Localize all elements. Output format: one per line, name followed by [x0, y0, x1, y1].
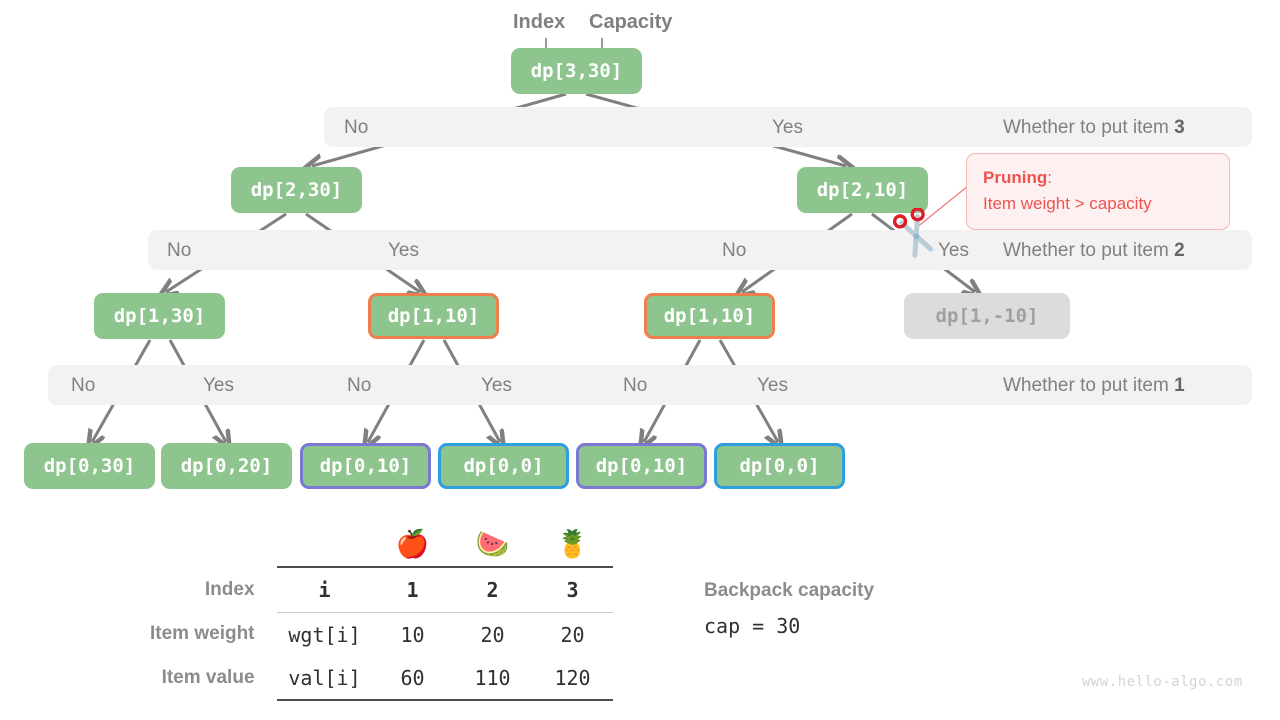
tree-node-2-30[interactable]: dp[2,30] [231, 167, 362, 213]
band-1-no-2: No [347, 375, 372, 396]
band-3-yes: Yes [772, 117, 803, 138]
pruning-title-row: Pruning: [983, 165, 1213, 191]
item-icon-pineapple: 🍍 [555, 528, 590, 559]
index-value-3: 3 [532, 566, 613, 613]
band-1-question-num: 1 [1174, 375, 1185, 396]
band-2-yes-left: Yes [388, 240, 419, 261]
icons-row-head [150, 522, 277, 567]
band-2-yes-right: Yes [938, 240, 969, 261]
annotation-capacity-tick [601, 38, 603, 54]
band-2-question: Whether to put item 2 [1003, 240, 1185, 262]
band-1-question-text: Whether to put item [1003, 375, 1175, 396]
scissors-icon [892, 207, 941, 260]
value-value-2: 110 [452, 656, 533, 701]
band-1-yes-1: Yes [203, 375, 234, 396]
table-row-weight: Item weight wgt[i] 10 20 20 [150, 612, 613, 656]
annotation-index-tick [545, 38, 547, 54]
band-1-question: Whether to put item 1 [1003, 375, 1185, 397]
table-row-index: Index i 1 2 3 [150, 566, 613, 613]
tree-node-1-neg10[interactable]: dp[1,-10] [904, 293, 1070, 339]
tree-leaf-0-10-left[interactable]: dp[0,10] [300, 443, 431, 489]
band-item-1 [48, 365, 1252, 405]
value-value-1: 60 [372, 656, 453, 701]
capacity-title: Backpack capacity [704, 580, 875, 601]
tree-node-root[interactable]: dp[3,30] [511, 48, 642, 94]
row-key-index: i [276, 566, 373, 613]
tree-leaf-0-0-left[interactable]: dp[0,0] [438, 443, 569, 489]
row-key-weight: wgt[i] [276, 612, 373, 656]
band-item-3 [324, 107, 1252, 147]
row-head-index: Index [204, 578, 255, 600]
band-1-no-1: No [71, 375, 96, 396]
pruning-callout: Pruning: Item weight > capacity [966, 153, 1230, 230]
items-table: 🍎 🍉 🍍 Index i 1 2 3 Item weight wgt[i] 1… [150, 522, 613, 701]
band-1-yes-2: Yes [481, 375, 512, 396]
band-1-yes-3: Yes [757, 375, 788, 396]
band-2-no-right: No [722, 240, 747, 261]
band-1-no-3: No [623, 375, 648, 396]
tree-leaf-0-0-right[interactable]: dp[0,0] [714, 443, 845, 489]
value-value-3: 120 [532, 656, 613, 701]
index-value-2: 2 [452, 566, 533, 613]
icons-row-key [277, 522, 373, 567]
tree-node-1-10-left[interactable]: dp[1,10] [368, 293, 499, 339]
tree-leaf-0-10-right[interactable]: dp[0,10] [576, 443, 707, 489]
annotation-index-label: Index [513, 11, 566, 33]
band-3-question: Whether to put item 3 [1003, 117, 1185, 139]
tree-node-1-10-right[interactable]: dp[1,10] [644, 293, 775, 339]
table-row-value: Item value val[i] 60 110 120 [150, 656, 613, 701]
tree-leaf-0-20[interactable]: dp[0,20] [161, 443, 292, 489]
tree-node-2-10[interactable]: dp[2,10] [797, 167, 928, 213]
row-head-weight: Item weight [150, 623, 255, 645]
item-icon-apple: 🍎 [395, 528, 430, 559]
band-item-2 [148, 230, 1252, 270]
row-key-value: val[i] [276, 656, 373, 701]
table-row-icons: 🍎 🍉 🍍 [150, 522, 613, 567]
capacity-value: cap = 30 [704, 614, 801, 638]
pruning-text: Item weight > capacity [983, 194, 1152, 214]
band-3-no: No [344, 117, 369, 138]
band-2-question-text: Whether to put item [1003, 240, 1175, 261]
tree-node-1-30[interactable]: dp[1,30] [94, 293, 225, 339]
band-3-question-text: Whether to put item [1003, 117, 1175, 138]
weight-value-2: 20 [452, 612, 533, 656]
annotation-capacity-label: Capacity [589, 11, 673, 33]
band-3-question-num: 3 [1174, 117, 1185, 138]
item-icon-watermelon: 🍉 [475, 528, 510, 559]
band-2-no-left: No [167, 240, 192, 261]
tree-leaf-0-30[interactable]: dp[0,30] [24, 443, 155, 489]
backpack-capacity-box: Backpack capacity cap = 30 [704, 580, 874, 638]
index-value-1: 1 [372, 566, 453, 613]
band-2-question-num: 2 [1174, 240, 1185, 261]
weight-value-3: 20 [532, 612, 613, 656]
pruning-title: Pruning [983, 168, 1048, 187]
pruning-colon: : [1047, 168, 1052, 187]
watermark: www.hello-algo.com [1082, 674, 1243, 690]
row-head-value: Item value [161, 667, 255, 688]
weight-value-1: 10 [372, 612, 453, 656]
